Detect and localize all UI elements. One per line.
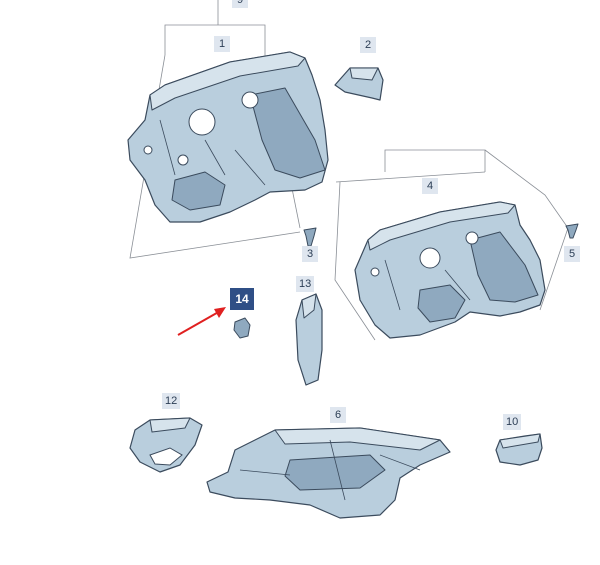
part-4-bulkhead-insulation (354, 201, 546, 339)
part-1-bulkhead-insulation (127, 51, 329, 223)
callout-13: 13 (296, 276, 315, 292)
callout-14: 14 (230, 288, 254, 310)
part-13-strip (295, 293, 323, 386)
callout-6: 6 (330, 407, 346, 423)
callout-4: 4 (422, 178, 438, 194)
highlight-arrow (177, 307, 226, 336)
callout-5: 5 (564, 246, 580, 262)
part-5-clip (565, 223, 579, 239)
callout-12: 12 (162, 393, 181, 409)
part-12-side-insulation (129, 417, 203, 473)
part-10-insulation (495, 433, 543, 466)
callout-3: 3 (302, 246, 318, 262)
part-14-clip (233, 317, 251, 339)
callout-1: 1 (214, 36, 230, 52)
part-3-clip (303, 227, 317, 247)
callout-9: 9 (232, 0, 248, 8)
callout-10: 10 (503, 414, 522, 430)
callout-2: 2 (360, 37, 376, 53)
part-6-floor-insulation (206, 427, 451, 519)
part-2-block (334, 67, 384, 101)
